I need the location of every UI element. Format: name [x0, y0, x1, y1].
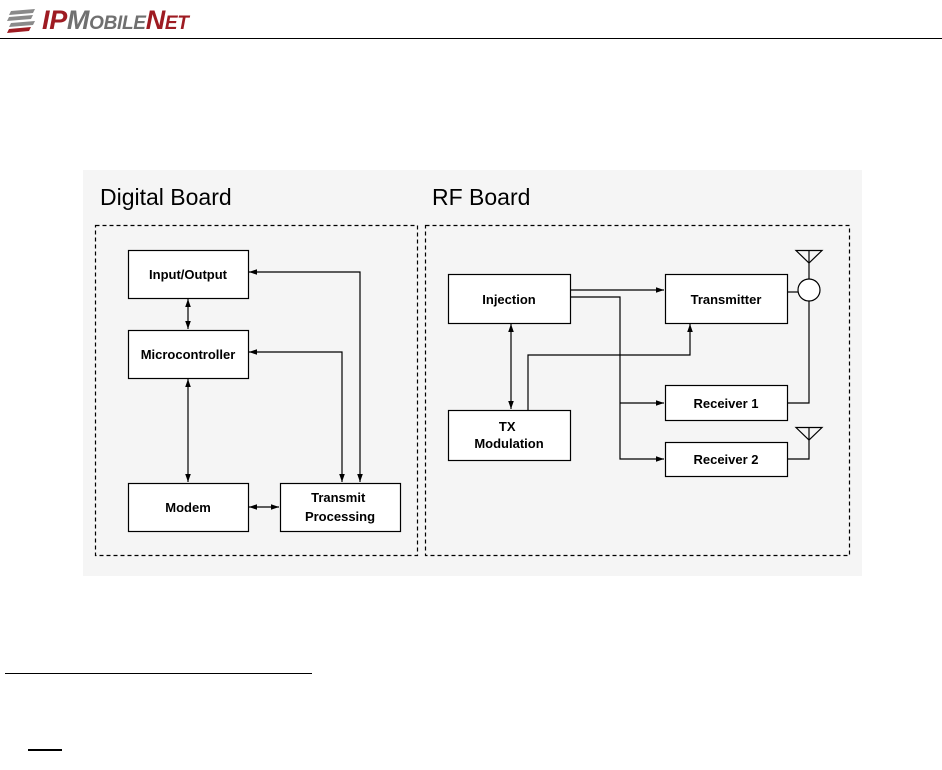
transmitter-label: Transmitter	[691, 292, 762, 307]
block-diagram: Digital Board RF Board Input/Output Micr…	[83, 170, 862, 576]
transmit-processing-block: Transmit Processing	[281, 484, 401, 532]
tx-modulation-line-1: TX	[499, 419, 516, 434]
logo-wordmark: IPMOBILENET	[42, 7, 189, 34]
tx-modulation-block: TX Modulation	[449, 411, 571, 461]
logo-icon	[5, 8, 39, 34]
input-output-block: Input/Output	[129, 251, 249, 299]
receiver-2-block: Receiver 2	[666, 443, 788, 477]
microcontroller-block: Microcontroller	[129, 331, 249, 379]
tx-modulation-line-2: Modulation	[474, 436, 543, 451]
transmit-processing-line-1: Transmit	[311, 490, 366, 505]
transmit-processing-line-2: Processing	[305, 509, 375, 524]
logo-ip: IP	[42, 5, 67, 35]
modem-block: Modem	[129, 484, 249, 532]
receiver-1-label: Receiver 1	[693, 396, 758, 411]
logo-m: M	[67, 5, 89, 35]
logo-et: ET	[165, 13, 189, 34]
receiver-2-label: Receiver 2	[693, 452, 758, 467]
modem-label: Modem	[165, 500, 211, 515]
duplexer-icon	[798, 279, 820, 301]
injection-block: Injection	[449, 275, 571, 324]
logo: IPMOBILENET	[5, 4, 189, 34]
logo-n: N	[146, 5, 165, 35]
digital-board-title: Digital Board	[100, 184, 232, 210]
injection-label: Injection	[482, 292, 536, 307]
microcontroller-label: Microcontroller	[141, 347, 236, 362]
rf-board-title: RF Board	[432, 184, 530, 210]
transmitter-block: Transmitter	[666, 275, 788, 324]
receiver-1-block: Receiver 1	[666, 386, 788, 421]
input-output-label: Input/Output	[149, 267, 228, 282]
logo-obile: OBILE	[89, 13, 146, 34]
